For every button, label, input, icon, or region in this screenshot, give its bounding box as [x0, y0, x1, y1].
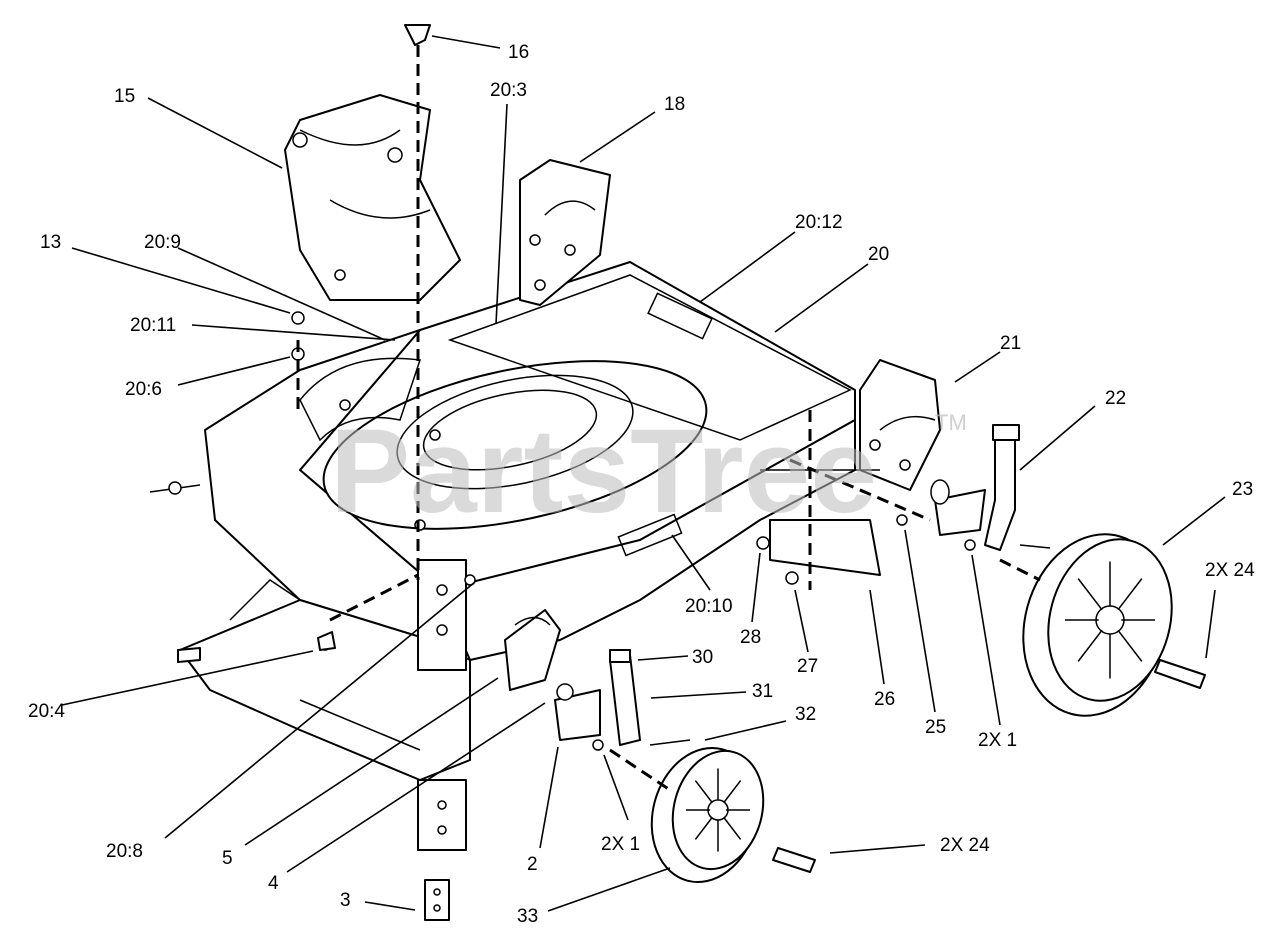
callout-15: 15: [114, 86, 135, 107]
callout-23: 23: [1232, 479, 1253, 500]
callout-31: 31: [752, 681, 773, 702]
wheel-spoke: [1117, 629, 1143, 662]
callout-3: 3: [340, 890, 351, 911]
wheel-spoke: [694, 780, 713, 804]
callout-labels: 16 15 20:3 18 20:12 20 13 20:9 20:11 20:…: [28, 42, 1255, 927]
rear-height-bracket: [519, 159, 611, 306]
wheel-spoke: [1117, 578, 1143, 611]
rear-wheel: [1022, 533, 1206, 717]
wheel-spoke: [723, 780, 742, 804]
wheel-spoke: [1077, 578, 1103, 611]
callout-13: 13: [40, 232, 61, 253]
callout-25: 25: [925, 717, 946, 738]
callout-26: 26: [874, 689, 895, 710]
callout-20-6: 20:6: [125, 379, 162, 400]
callout-20-10: 20:10: [685, 596, 733, 617]
callout-33: 33: [517, 906, 538, 927]
callout-28: 28: [740, 627, 761, 648]
callout-18: 18: [664, 94, 685, 115]
callout-20-11: 20:11: [130, 315, 176, 336]
wheel-spoke: [723, 816, 742, 840]
watermark-text: PartsTree: [330, 404, 877, 538]
side-height-bracket: [859, 359, 941, 491]
callout-2x24-left: 2X 24: [940, 835, 990, 856]
callout-20: 20: [868, 244, 889, 265]
front-wheel: [650, 746, 816, 884]
callout-22: 22: [1105, 388, 1126, 409]
callout-20-9: 20:9: [144, 232, 181, 253]
wheel-spoke: [694, 816, 713, 840]
callout-16: 16: [508, 42, 529, 63]
assembly-lines: [296, 45, 1041, 792]
callout-5: 5: [222, 848, 233, 869]
callout-4: 4: [268, 873, 279, 894]
rear-axle: [760, 469, 881, 576]
callout-2x1-right: 2X 1: [978, 730, 1017, 751]
callout-21: 21: [1000, 333, 1021, 354]
callout-2x24-right: 2X 24: [1205, 560, 1255, 581]
discharge-chute: [284, 94, 461, 301]
callout-27: 27: [797, 656, 818, 677]
callout-20-8: 20:8: [106, 841, 143, 862]
callout-20-12: 20:12: [795, 212, 843, 233]
callout-20-4: 20:4: [28, 701, 65, 722]
watermark-trademark: TM: [935, 410, 967, 435]
front-height-bracket: [504, 609, 691, 751]
callout-2x1-left: 2X 1: [601, 834, 640, 855]
callout-20-3: 20:3: [490, 80, 527, 101]
wheel-spoke: [1077, 629, 1103, 662]
leader-lines: [61, 35, 1226, 912]
partstree-watermark: PartsTree TM: [330, 404, 967, 538]
callout-30: 30: [692, 647, 713, 668]
callout-2: 2: [527, 854, 538, 875]
callout-32: 32: [795, 704, 816, 725]
